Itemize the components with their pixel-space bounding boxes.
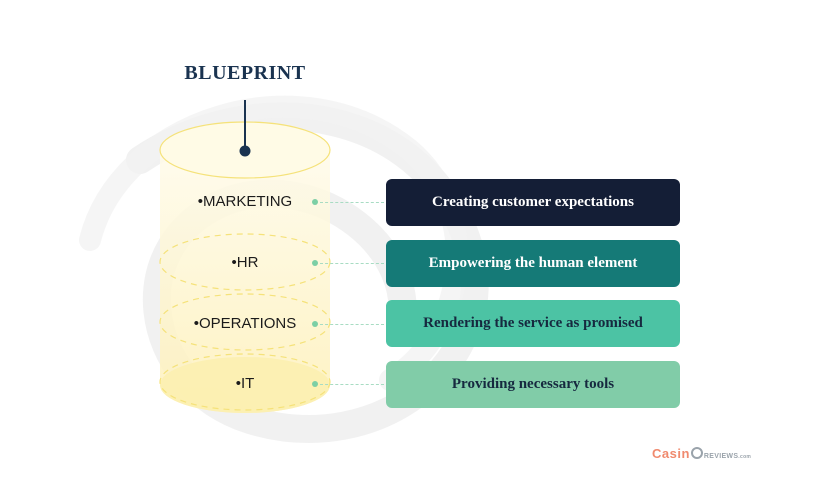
layer-label-hr: •HR [231, 254, 259, 271]
logo-tld: .com [738, 454, 752, 460]
connector-dot [312, 260, 318, 266]
box-hr: Empowering the human element [386, 240, 680, 287]
connector-line [320, 324, 384, 325]
connector-line [320, 202, 384, 203]
box-it: Providing necessary tools [386, 361, 680, 408]
logo-brand: Casin [652, 446, 690, 461]
cylinder-bottom [160, 357, 330, 413]
casino-reviews-logo: Casin REVIEWS .com [652, 446, 751, 461]
box-it-text: Providing necessary tools [451, 376, 615, 392]
layer-label-marketing: •MARKETING [197, 193, 293, 210]
diagram-title: BLUEPRINT [184, 62, 306, 84]
connector-line [320, 384, 384, 385]
connector-dot [312, 199, 318, 205]
connector-dot [312, 321, 318, 327]
layer-label-it: •IT [235, 375, 255, 392]
layer-divider-3 [159, 353, 331, 411]
logo-o-icon [690, 447, 703, 459]
logo-suffix: REVIEWS [703, 453, 739, 460]
box-hr-text: Empowering the human element [428, 255, 638, 271]
box-operations: Rendering the service as promised [386, 300, 680, 347]
cylinder-body [160, 150, 330, 413]
layer-divider-1 [159, 233, 331, 291]
box-marketing-text: Creating customer expectations [432, 194, 634, 210]
connector-dot [312, 381, 318, 387]
box-operations-text: Rendering the service as promised [423, 315, 643, 331]
box-marketing: Creating customer expectations [386, 179, 680, 226]
layer-divider-2 [159, 293, 331, 351]
connector-line [320, 263, 384, 264]
layer-label-operations: •OPERATIONS [193, 315, 297, 332]
pin-head [239, 145, 251, 157]
